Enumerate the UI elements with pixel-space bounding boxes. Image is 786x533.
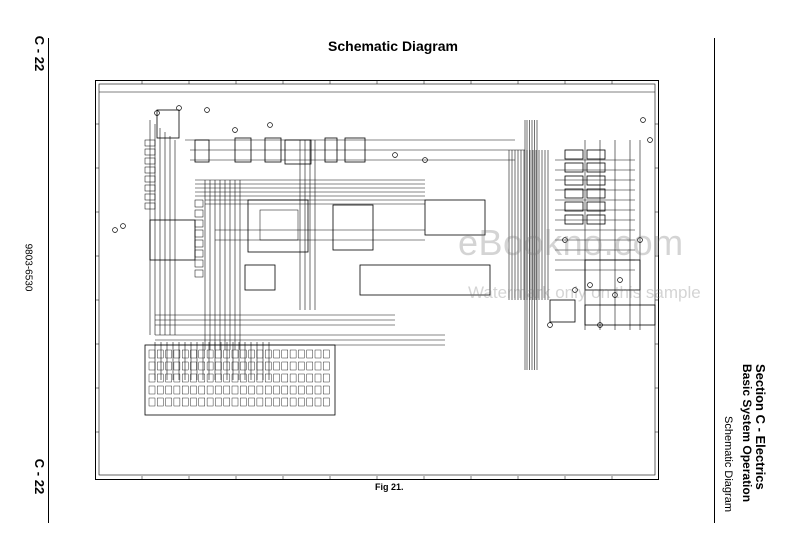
page-number-bottom: C - 22 — [32, 458, 48, 495]
watermark-site: eBookno.com — [458, 222, 684, 263]
left-margin-rule — [48, 38, 49, 523]
section-topic: Schematic Diagram — [722, 416, 734, 512]
page-title: Schematic Diagram — [328, 38, 458, 54]
figure-caption: Fig 21. — [375, 482, 404, 492]
document-code: 9803-6530 — [22, 243, 34, 292]
watermark-note: Watermark only on this sample — [468, 283, 701, 302]
section-subheading: Basic System Operation — [740, 364, 754, 503]
schematic-diagram — [95, 80, 659, 480]
right-margin-rule — [714, 38, 715, 523]
section-heading: Section C - Electrics — [753, 364, 768, 490]
